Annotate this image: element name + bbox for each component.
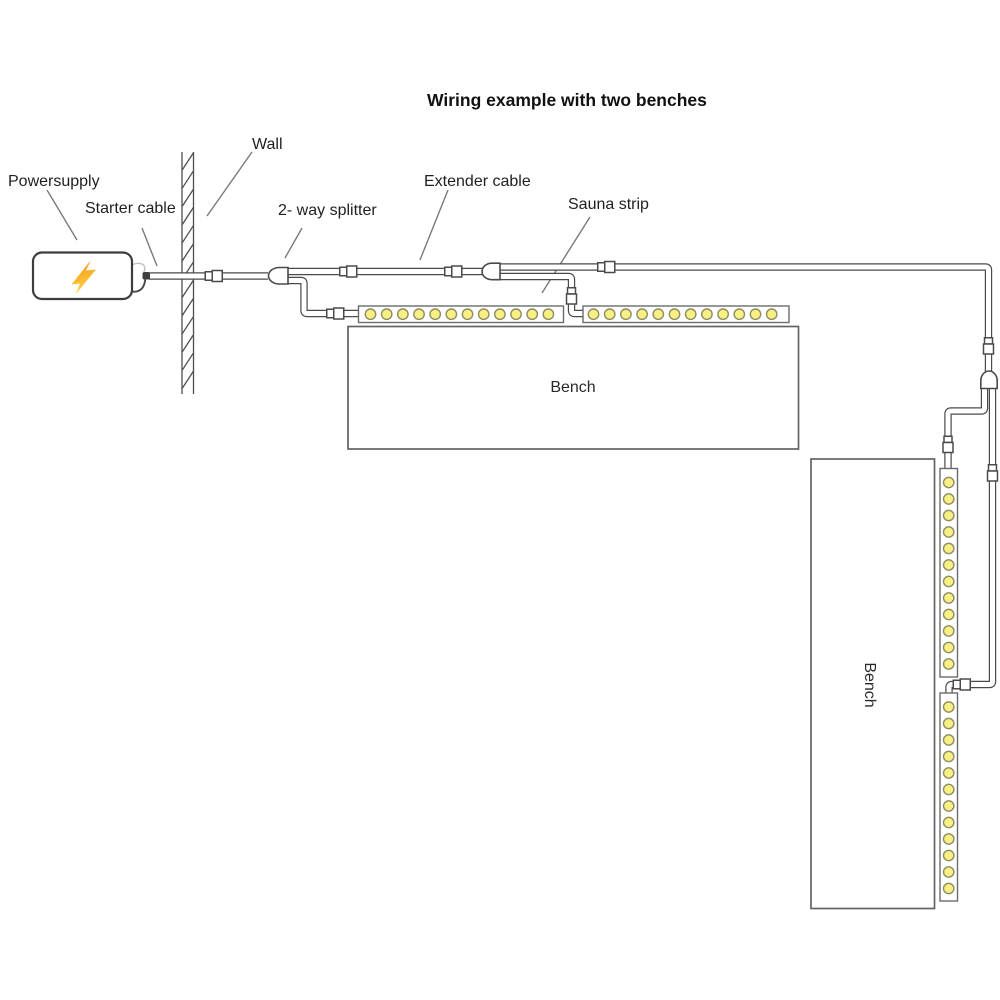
led-dot	[942, 767, 955, 779]
led-dot	[942, 816, 955, 829]
led-dot	[942, 493, 955, 505]
label-wall: Wall	[252, 136, 283, 153]
led-dot	[942, 750, 955, 763]
leader-sauna-strip	[541, 216, 591, 294]
connector-5	[326, 307, 345, 320]
wall	[181, 152, 195, 394]
connector-4	[597, 260, 616, 274]
led-dot	[942, 592, 955, 604]
strip1-feed-wire	[286, 276, 359, 318]
sauna-strip-4	[939, 692, 959, 902]
label-powersupply: Powersupply	[8, 173, 100, 190]
bench-2-label: Bench	[861, 662, 878, 708]
led-dot	[587, 308, 600, 321]
led-dot	[542, 308, 555, 321]
leader-starter-cable	[141, 227, 158, 267]
label-starter-cable: Starter cable	[85, 200, 176, 217]
strip3-feed-wire	[944, 387, 989, 470]
led-dot	[749, 308, 762, 321]
label-sauna-strip: Sauna strip	[568, 196, 649, 213]
led-dot	[684, 308, 697, 321]
led-dot	[942, 476, 955, 489]
led-dot	[942, 608, 955, 621]
bench-1	[347, 325, 800, 450]
connector-2	[339, 265, 358, 278]
splitter-3	[980, 370, 998, 390]
bench-1-label: Bench	[550, 379, 596, 396]
led-dot	[717, 308, 729, 321]
led-dot	[942, 559, 955, 571]
led-dot	[942, 509, 955, 522]
led-dot	[445, 308, 458, 321]
led-dot	[942, 625, 955, 637]
led-dot	[942, 882, 955, 895]
wall-hatching	[181, 152, 194, 389]
power-supply	[31, 251, 150, 301]
benches-and-strips	[347, 305, 959, 910]
led-dot	[942, 542, 955, 555]
led-dot	[733, 308, 746, 321]
led-dot	[942, 701, 955, 713]
led-dot	[636, 308, 648, 321]
led-dots	[364, 308, 955, 895]
connector-9	[986, 464, 999, 482]
led-dot	[396, 308, 409, 321]
led-dot	[526, 308, 539, 321]
connector-7	[982, 337, 995, 355]
sauna-strip-3	[939, 467, 959, 678]
diagram-title: Wiring example with two benches	[427, 90, 707, 110]
splitter-2	[481, 262, 501, 281]
led-dot	[942, 783, 955, 796]
led-dot	[942, 849, 955, 862]
led-dot	[942, 866, 955, 878]
led-dot	[380, 308, 393, 321]
led-dot	[942, 658, 955, 670]
bench-2	[810, 458, 936, 910]
leader-splitter	[284, 227, 303, 259]
label-extender-cable: Extender cable	[424, 173, 531, 190]
led-dot	[477, 308, 490, 321]
connector-10	[952, 678, 971, 691]
connector-6	[565, 287, 578, 305]
led-dot	[493, 308, 506, 321]
connector-3	[444, 265, 463, 278]
leader-wall	[206, 151, 253, 217]
splitter-1	[267, 266, 289, 285]
led-dot	[942, 526, 955, 538]
connector-1	[204, 269, 223, 283]
connector-8	[942, 435, 954, 454]
led-dot	[942, 734, 955, 746]
leader-powersupply	[46, 189, 78, 241]
led-dot	[510, 308, 522, 321]
led-dot	[942, 800, 955, 812]
led-dot	[942, 717, 955, 730]
led-dot	[364, 308, 377, 321]
led-dot	[942, 833, 955, 845]
led-dot	[668, 308, 681, 321]
led-dot	[620, 308, 632, 321]
led-dot	[603, 308, 616, 321]
psu-cable-nub	[142, 272, 150, 280]
led-dot	[461, 308, 474, 321]
led-dot	[413, 308, 425, 321]
led-dot	[652, 308, 665, 321]
led-dot	[942, 575, 955, 588]
led-dot	[701, 308, 713, 321]
psu-strain-relief-dark	[131, 279, 147, 293]
cable-connectors	[204, 260, 999, 691]
label-splitter: 2- way splitter	[278, 202, 377, 219]
led-dot	[942, 641, 955, 654]
lightning-icon	[71, 260, 96, 295]
leader-extender-cable	[419, 189, 449, 261]
splitters	[267, 262, 998, 390]
led-dot	[429, 308, 442, 321]
leader-lines	[46, 151, 591, 294]
led-dot	[765, 308, 778, 321]
